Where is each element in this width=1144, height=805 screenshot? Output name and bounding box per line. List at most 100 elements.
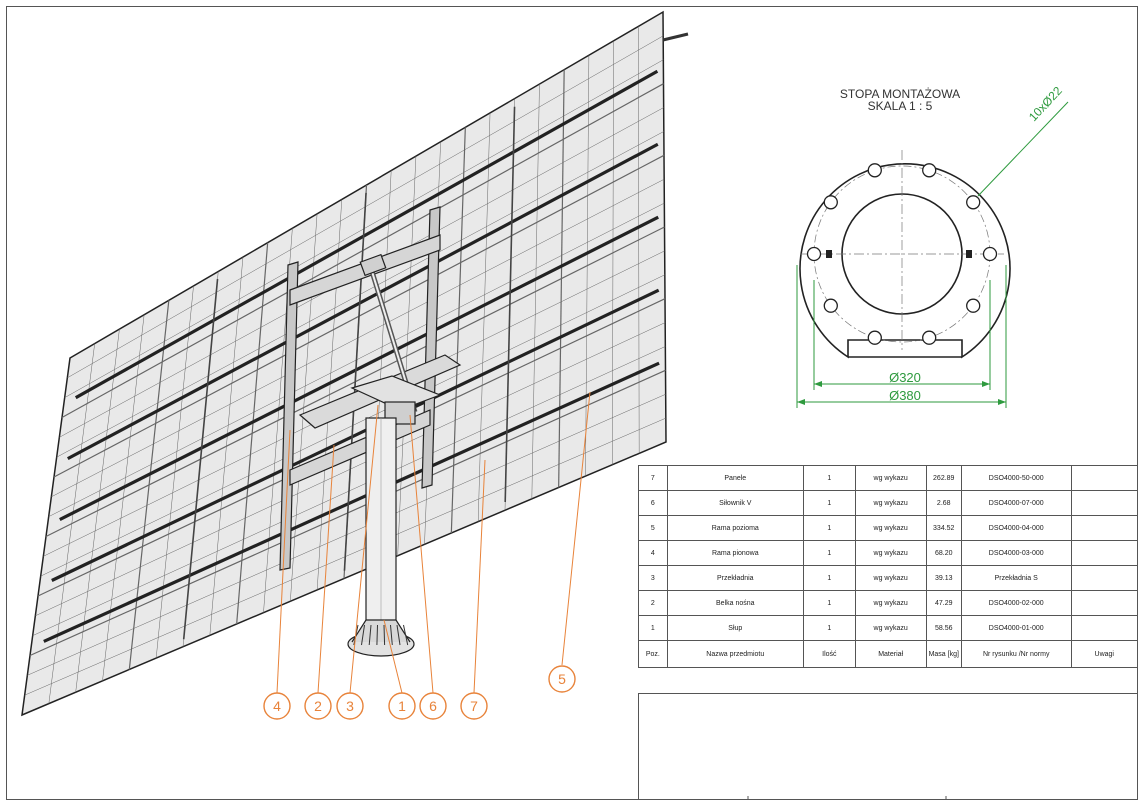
bom-cell: wg wykazu	[854, 515, 927, 541]
bom-cell: DSO4000-03-000	[960, 540, 1072, 566]
bom-cell: Przekładnia S	[960, 565, 1072, 591]
bom-cell: 58.56	[925, 615, 962, 641]
bom-cell: wg wykazu	[854, 590, 927, 616]
bom-cell: 6	[638, 490, 668, 516]
bom-cell: Siłownik V	[666, 490, 804, 516]
bom-cell: DSO4000-50-000	[960, 465, 1072, 491]
balloon-item-2: 2	[304, 692, 332, 720]
bom-cell: 68.20	[925, 540, 962, 566]
bolt-hole	[966, 298, 981, 313]
panel-rails	[43, 69, 660, 643]
bom-cell: 1	[802, 540, 856, 566]
title-block	[638, 693, 1138, 800]
mounting-foot-detail: STOPA MONTAŻOWA SKALA 1 : 5 10xØ22	[796, 84, 1069, 408]
balloon-item-6: 6	[419, 692, 447, 720]
bolt-hole	[982, 246, 998, 262]
bom-cell: 1	[802, 490, 856, 516]
dim-outer-diameter: Ø380	[889, 388, 921, 403]
bom-cell: wg wykazu	[854, 565, 927, 591]
bom-cell: wg wykazu	[854, 490, 927, 516]
bom-cell: Panele	[666, 465, 804, 491]
flange-outline	[799, 163, 1011, 359]
bom-cell: DSO4000-04-000	[960, 515, 1072, 541]
vertical-frame-left	[279, 261, 299, 571]
bom-cell: 1	[802, 515, 856, 541]
balloon-label: 1	[398, 698, 406, 714]
bolt-hole	[806, 246, 822, 262]
dim-inner-diameter: Ø320	[889, 370, 921, 385]
bolt-hole	[867, 163, 882, 178]
bom-cell	[1070, 515, 1139, 541]
balloon-label: 7	[470, 698, 478, 714]
balloon-label: 6	[429, 698, 437, 714]
detail-scale: SKALA 1 : 5	[868, 99, 933, 113]
bom-header-cell: Nazwa przedmiotu	[666, 640, 804, 668]
bom-cell: 39.13	[925, 565, 962, 591]
bom-cell: DSO4000-02-000	[960, 590, 1072, 616]
bom-cell: 2	[638, 590, 668, 616]
bolt-hole	[823, 195, 838, 210]
array-shaft-end	[662, 32, 689, 42]
balloon-item-3: 3	[336, 692, 364, 720]
bom-header-cell: Materiał	[854, 640, 927, 668]
bom-cell	[1070, 490, 1139, 516]
bom-cell: 1	[802, 465, 856, 491]
dimension-lines	[796, 265, 1007, 408]
bom-cell	[1070, 590, 1139, 616]
bom-cell: 334.52	[925, 515, 962, 541]
bom-cell	[1070, 565, 1139, 591]
balloon-item-5: 5	[548, 665, 576, 693]
detail-title: STOPA MONTAŻOWA	[840, 87, 960, 101]
bom-cell: Słup	[666, 615, 804, 641]
bom-cell	[1070, 540, 1139, 566]
bom-header-cell: Uwagi	[1070, 640, 1139, 668]
panel-array	[21, 10, 689, 717]
bom-cell: 1	[802, 590, 856, 616]
balloon-item-7: 7	[460, 692, 488, 720]
bom-header-cell: Nr rysunku /Nr normy	[960, 640, 1072, 668]
balloon-item-4: 4	[263, 692, 291, 720]
support-structure	[279, 206, 462, 657]
bom-cell: wg wykazu	[854, 540, 927, 566]
holes-leader	[977, 101, 1069, 197]
sheet-border	[6, 6, 1138, 800]
bom-cell: 1	[802, 565, 856, 591]
balloon-label: 5	[558, 671, 566, 687]
bolt-hole	[922, 163, 937, 178]
holes-callout: 10xØ22	[1026, 84, 1065, 125]
bolt-hole	[966, 195, 981, 210]
balloon-item-1: 1	[388, 692, 416, 720]
bolt-holes	[806, 163, 998, 345]
column-gussets	[351, 619, 411, 643]
bom-cell: Przekładnia	[666, 565, 804, 591]
bom-cell: 4	[638, 540, 668, 566]
bom-header-cell: Ilość	[802, 640, 856, 668]
leader-lines	[276, 391, 591, 694]
bom-cell: wg wykazu	[854, 615, 927, 641]
bolt-hole	[922, 330, 937, 345]
bom-cell: 2.68	[925, 490, 962, 516]
bom-cell	[1070, 615, 1139, 641]
bom-cell: DSO4000-01-000	[960, 615, 1072, 641]
actuator-mount	[359, 253, 387, 277]
bom-cell: 1	[638, 615, 668, 641]
bom-cell: Rama pionowa	[666, 540, 804, 566]
bom-cell: 1	[802, 615, 856, 641]
bom-cell: DSO4000-07-000	[960, 490, 1072, 516]
bom-header-cell: Poz.	[638, 640, 668, 668]
balloon-label: 4	[273, 698, 281, 714]
bom-cell: Rama pozioma	[666, 515, 804, 541]
bolt-hole	[823, 298, 838, 313]
